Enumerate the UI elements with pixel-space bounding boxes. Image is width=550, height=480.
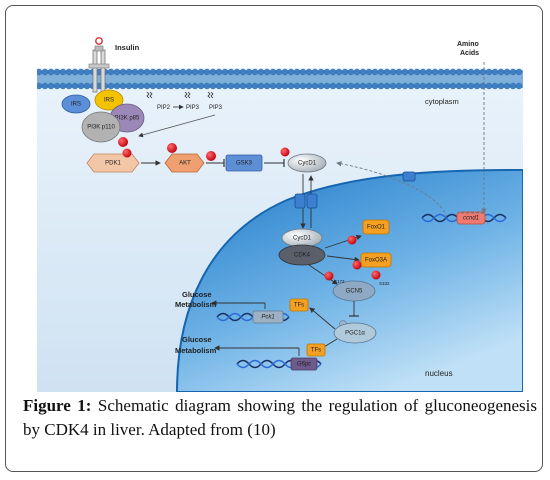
tfs-upper: TFs [289,298,309,312]
glucose-metabolism-1-line1: Glucose [182,290,212,299]
pip2-label: PIP2 [157,105,171,111]
cdk4-to-foxo3a-arrow [326,255,360,263]
tfs-lower: TFs [306,343,326,357]
figure-caption: Figure 1: Schematic diagram showing the … [23,394,537,442]
pi3k-p110-label: PI3K p110 [87,125,115,131]
irs-pi3k-complex: IRS IRS PI3K p85 PI3K p110 [61,89,145,143]
cycd1-nucleus-label: CycD1 [293,236,312,242]
amino-acids-label-line1: Amino [457,41,479,48]
nucleus-label: nucleus [425,369,453,378]
nuclear-pore-right [402,171,416,182]
irs-left-label: IRS [71,102,81,108]
pip3-to-pdk1-arrow [138,114,216,138]
pgc1a-node [333,322,377,344]
pip3-label-2: PIP3 [209,105,223,111]
pck1-gene: Pck1 [216,310,290,324]
glucose-metabolism-2-line1: Glucose [182,335,212,344]
irs-right-label: IRS [104,98,114,104]
glucose-metabolism-1-line2: Metabolism [175,300,217,309]
s172-label: S172 [334,279,345,284]
nuclear-phosphates [324,235,381,281]
gcn5-label: GCN5 [346,289,363,295]
figure-label: Figure 1: [23,396,92,415]
pck1-label: Pck1 [261,315,274,321]
akt-label: AKT [179,161,191,167]
g6pc-label: G6pc [297,362,311,368]
tfs-upper-label: TFs [294,303,304,309]
cell-membrane [37,68,523,90]
pdk1-label: PDK1 [105,161,121,167]
ccnd1-label: ccnd1 [463,216,479,222]
glucose-metabolism-2-line2: Metabolism [175,346,217,355]
nuclear-pore-left [294,193,318,209]
insulin-receptor [88,37,110,93]
pgc1a-label: PGC1α [345,331,365,337]
caption-text: Schematic diagram showing the regulation… [23,396,537,439]
insulin-label: Insulin [115,43,140,52]
figure-frame: Insulin Amino Acids cytoplasm IRS IRS PI… [5,5,543,472]
foxo1-box [362,219,390,235]
gsk3-label: GSK3 [236,161,253,167]
foxo3a-label: FoxO3A [365,258,387,264]
ccnd1-to-cycd1-arrow [336,161,448,218]
amino-acids-label-line2: Acids [460,50,479,57]
tfs-lower-label: TFs [311,348,321,354]
pip3-label-1: PIP3 [186,105,200,111]
cdk4-to-gcn5-arrow [308,264,338,285]
cdk4-gluconeogenesis-diagram: Insulin Amino Acids cytoplasm IRS IRS PI… [37,37,523,392]
pgc1a-to-tfs-upper [309,307,336,330]
cdk4-label: CDK4 [294,253,311,259]
g6pc-gene: G6pc [236,357,322,371]
cycd1-cytoplasm-label: CycD1 [298,161,317,167]
s332-label: S332 [379,281,390,286]
cytoplasm-label: cytoplasm [425,97,459,106]
foxo3a-box [360,252,392,268]
phosphate-groups [118,137,290,161]
pi3k-p85-label: PI3K p85 [115,116,140,122]
pip-lipids [146,91,214,99]
foxo1-label: FoxO1 [367,225,386,231]
cycd1-cdk4-complex: CycD1 CDK4 [278,228,326,266]
ccnd1-gene: ccnd1 [421,211,507,225]
kinase-cascade: PDK1 AKT GSK3 CycD1 [86,153,327,173]
